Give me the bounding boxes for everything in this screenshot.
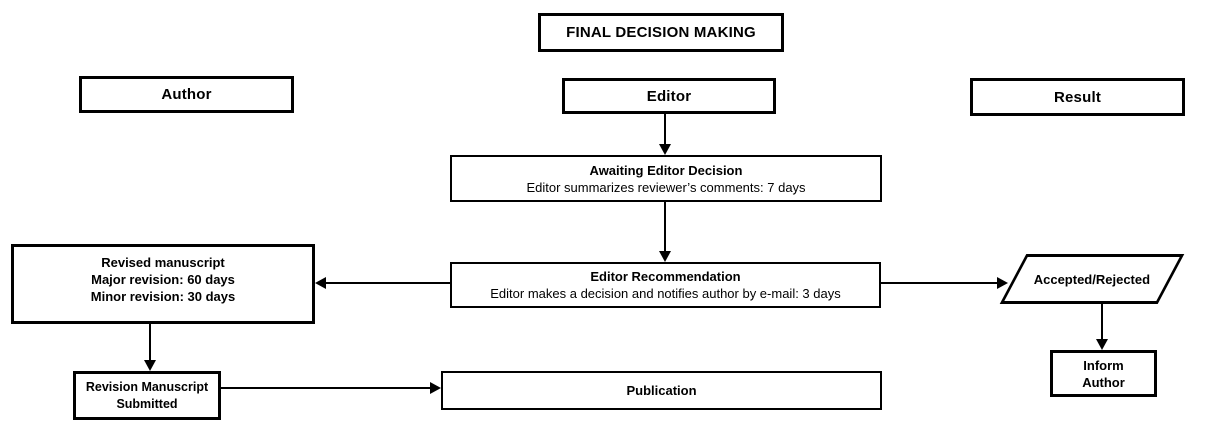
- publication-label: Publication: [626, 383, 697, 398]
- inform-line1: Inform: [1083, 357, 1124, 373]
- author-header-label: Author: [161, 86, 212, 103]
- editor-header-label: Editor: [646, 87, 692, 105]
- arrow-line-recommendation-to-accepted: [881, 282, 998, 284]
- revised-line1: Revised manuscript: [101, 255, 225, 270]
- arrow-line-submitted-to-publication: [221, 387, 431, 389]
- column-header-result: Result: [970, 78, 1185, 116]
- title-box: FINAL DECISION MAKING: [538, 13, 784, 52]
- arrowhead-down-icon: [659, 144, 671, 155]
- arrow-line-recommendation-to-revised: [325, 282, 450, 284]
- node-publication: Publication: [441, 371, 882, 410]
- awaiting-title: Awaiting Editor Decision: [589, 162, 743, 178]
- node-revised-manuscript: Revised manuscript Major revision: 60 da…: [11, 244, 315, 324]
- node-accepted-rejected: Accepted/Rejected: [999, 254, 1185, 304]
- revised-line2: Major revision: 60 days: [91, 272, 235, 287]
- arrowhead-down-icon: [1096, 339, 1108, 350]
- node-revision-manuscript-submitted: Revision Manuscript Submitted: [73, 371, 221, 420]
- arrowhead-left-icon: [315, 277, 326, 289]
- submitted-line2: Submitted: [116, 396, 178, 411]
- result-header-label: Result: [1053, 88, 1102, 106]
- recommendation-title: Editor Recommendation: [590, 269, 741, 284]
- inform-line2: Author: [1082, 374, 1125, 390]
- column-header-author: Author: [79, 76, 294, 113]
- accepted-rejected-label: Accepted/Rejected: [1033, 271, 1151, 287]
- arrow-line-editor-to-awaiting: [664, 114, 666, 146]
- arrow-line-awaiting-to-recommendation: [664, 202, 666, 252]
- arrow-line-revised-to-submitted: [149, 324, 151, 361]
- submitted-line1: Revision Manuscript: [85, 379, 209, 394]
- node-inform-author: Inform Author: [1050, 350, 1157, 397]
- arrow-line-accepted-to-inform: [1101, 304, 1103, 340]
- arrowhead-down-icon: [659, 251, 671, 262]
- node-awaiting-editor-decision: Awaiting Editor Decision Editor summariz…: [450, 155, 882, 202]
- arrowhead-down-icon: [144, 360, 156, 371]
- recommendation-subtitle: Editor makes a decision and notifies aut…: [490, 286, 841, 301]
- title-text: FINAL DECISION MAKING: [566, 24, 756, 41]
- awaiting-subtitle: Editor summarizes reviewer’s comments: 7…: [526, 179, 806, 195]
- node-editor-recommendation: Editor Recommendation Editor makes a dec…: [450, 262, 881, 308]
- revised-line3: Minor revision: 30 days: [90, 289, 236, 304]
- arrowhead-right-icon: [997, 277, 1008, 289]
- arrowhead-right-icon: [430, 382, 441, 394]
- column-header-editor: Editor: [562, 78, 776, 114]
